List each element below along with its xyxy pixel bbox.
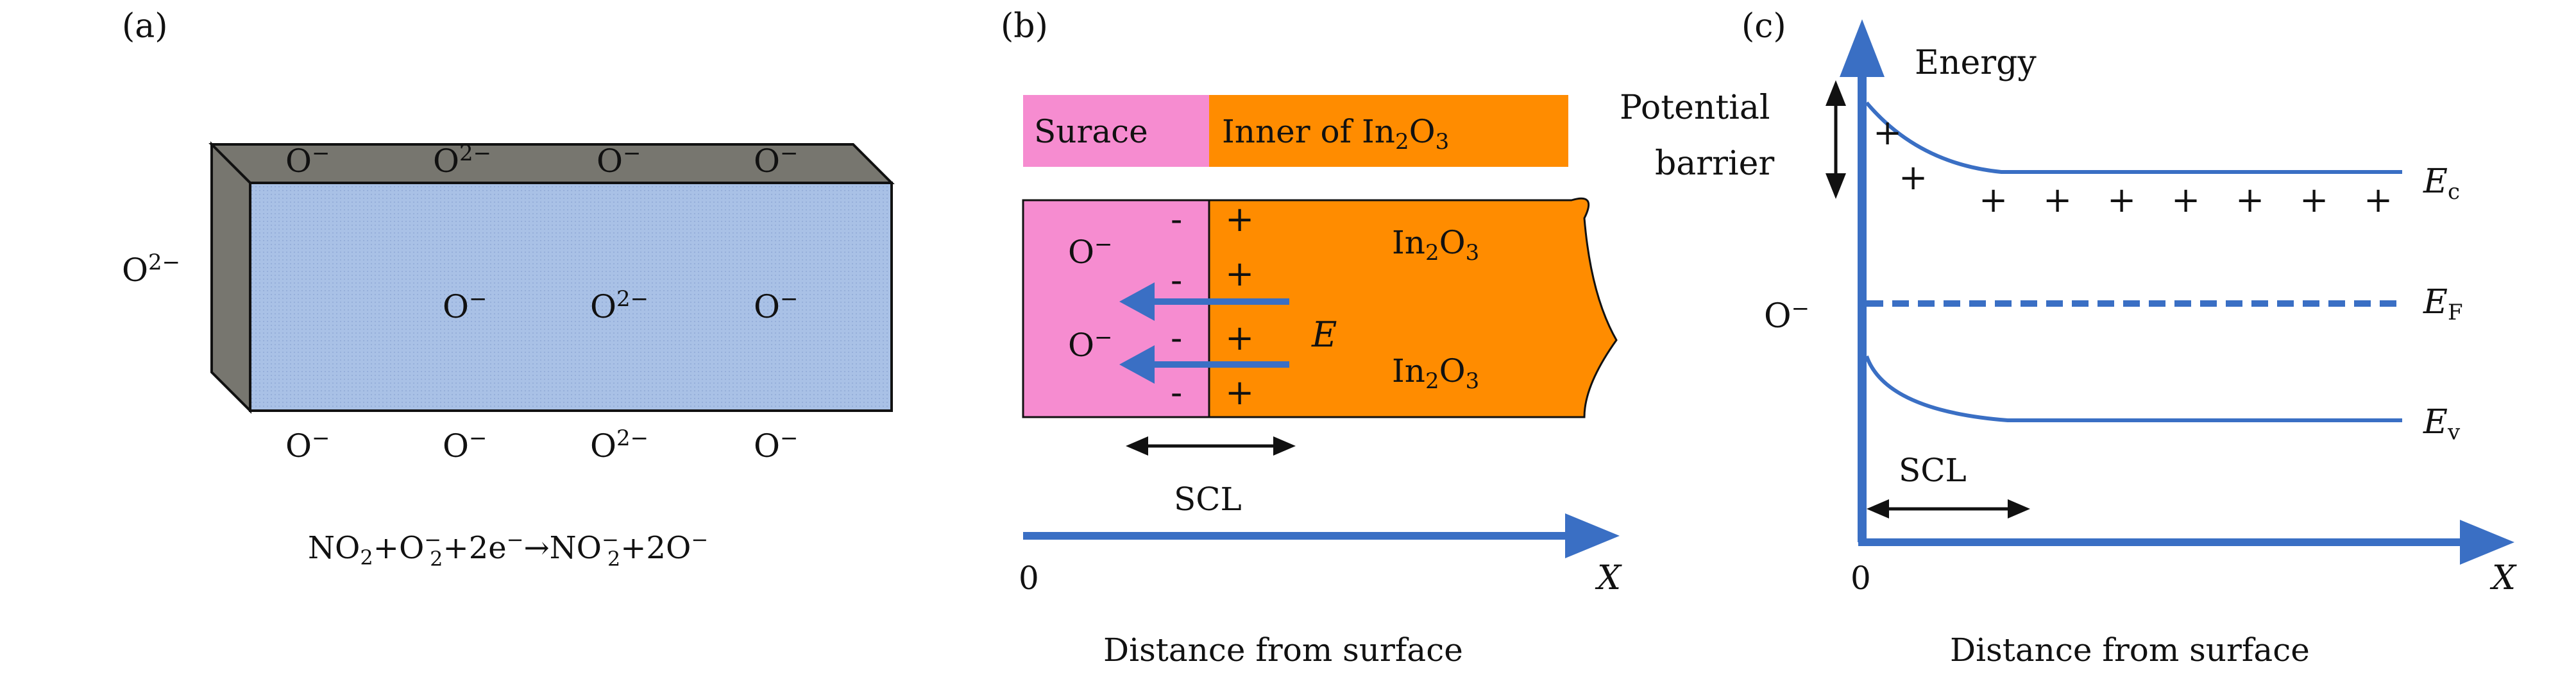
field-label: E [1311, 314, 1337, 355]
ion-top-4: O− [754, 141, 799, 180]
o-ion-c: O− [1764, 296, 1809, 336]
ion-mid-1: O− [443, 286, 487, 325]
energy-label: Energy [1915, 44, 2037, 82]
x-axis-c [1858, 520, 2514, 565]
origin-b: 0 [1019, 560, 1039, 597]
conduction-band [1865, 101, 2402, 174]
inner-header [1209, 95, 1568, 167]
surface-header [1023, 95, 1209, 167]
ion-side: O2− [122, 250, 180, 289]
ec-label: Ec [2423, 162, 2460, 205]
slab-front-face [249, 182, 893, 412]
barrier-label-line2: barrier [1655, 144, 1774, 183]
plus-c-9: + [2364, 180, 2393, 220]
scl-label-c: SCL [1899, 452, 1967, 489]
plus-c-6: + [2171, 180, 2200, 220]
panel-b: (b) Surace Inner of In2O3 O− O− - - - - … [1001, 7, 1622, 669]
ion-top-2: O2− [433, 141, 491, 180]
origin-c: 0 [1851, 560, 1871, 597]
slab-side-face [210, 141, 251, 414]
inner-header-label: Inner of In2O3 [1222, 113, 1449, 155]
x-axis-label-c: X [2489, 559, 2517, 597]
xlabel-c: Distance from surface [1950, 631, 2310, 669]
panel-c-label: (c) [1741, 7, 1786, 46]
field-arrow-1 [1119, 282, 1289, 321]
plus-c-8: + [2300, 180, 2328, 220]
in2o3-body [1208, 197, 1618, 418]
ion-bottom-2: O− [443, 425, 487, 465]
minus-sign-4: - [1171, 372, 1182, 413]
reaction-equation: NO2+O−2+2e−→NO−2+2O− [308, 527, 708, 571]
ion-mid-2: O2− [590, 286, 648, 325]
field-arrow-2 [1119, 345, 1289, 384]
x-axis-b [1023, 513, 1620, 558]
surface-body [1022, 199, 1210, 418]
barrier-arrow [1826, 80, 1846, 199]
plus-sign-3: + [1225, 318, 1254, 358]
o-ion-2: O− [1068, 325, 1113, 364]
plus-c-5: + [2107, 180, 2136, 220]
panel-b-label: (b) [1001, 7, 1048, 46]
minus-sign-2: - [1171, 260, 1182, 300]
in2o3-label-1: In2O3 [1392, 224, 1479, 266]
plus-c-1: + [1873, 112, 1902, 153]
plus-sign-2: + [1225, 253, 1254, 294]
x-axis-label-b: X [1595, 559, 1622, 597]
scl-label-b: SCL [1174, 481, 1242, 518]
scl-arrow-c [1867, 499, 2030, 518]
ion-bottom-1: O− [285, 425, 330, 465]
ev-label: Ev [2423, 403, 2461, 445]
plus-c-7: + [2235, 180, 2264, 220]
panel-c: (c) Energy Potential barrier Ec + + + + … [1620, 7, 2517, 669]
minus-sign-1: - [1171, 199, 1182, 239]
minus-sign-3: - [1171, 318, 1182, 358]
panel-a: (a) O− O2− O− O− O2− O− O2− O− O− O− O2−… [122, 7, 895, 571]
ion-bottom-3: O2− [590, 425, 648, 465]
panel-a-label: (a) [122, 7, 168, 46]
plus-sign-1: + [1225, 199, 1254, 239]
surface-header-label: Surace [1034, 113, 1148, 150]
o-ion-1: O− [1068, 232, 1113, 271]
xlabel-b: Distance from surface [1103, 631, 1463, 669]
ion-top-1: O− [285, 141, 330, 180]
ion-bottom-4: O− [754, 425, 799, 465]
ion-top-3: O− [597, 141, 641, 180]
barrier-label-line1: Potential [1620, 89, 1770, 127]
valence-band [1865, 355, 2402, 422]
y-axis-c [1840, 19, 1885, 542]
plus-c-2: + [1899, 157, 1928, 198]
in2o3-label-2: In2O3 [1392, 352, 1479, 394]
plus-c-4: + [2043, 180, 2072, 220]
plus-c-3: + [1979, 180, 2008, 220]
ion-mid-3: O− [754, 286, 799, 325]
plus-sign-4: + [1225, 372, 1254, 413]
scl-arrow-b [1126, 436, 1296, 456]
ef-label: EF [2423, 283, 2463, 325]
